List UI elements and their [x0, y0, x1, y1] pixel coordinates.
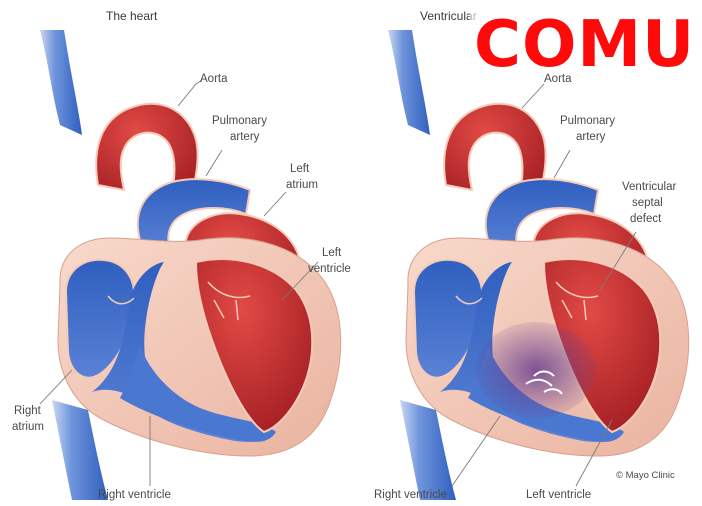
- vsd-label-left-ventricle: Left ventricle: [526, 489, 591, 501]
- vsd-label-pulmonary-artery-line2: artery: [576, 131, 606, 143]
- normal-label-right-atrium-line1: Right: [14, 405, 42, 417]
- vsd-label-septal-defect-line2: septal: [632, 197, 663, 209]
- normal-label-left-atrium-line1: Left: [290, 163, 310, 175]
- vsd-heart-illustration: [388, 30, 689, 500]
- scrawl-text: COMU: [474, 8, 695, 82]
- vsd-heart-title: Ventricular: [420, 9, 477, 23]
- normal-heart-panel: The heart Aorta Pulmonary artery Left at…: [12, 9, 351, 501]
- normal-label-right-ventricle: Right ventricle: [98, 489, 171, 501]
- mayo-clinic-credit: © Mayo Clinic: [616, 470, 675, 481]
- normal-label-aorta: Aorta: [200, 73, 228, 85]
- normal-heart-title: The heart: [106, 9, 158, 23]
- vsd-label-septal-defect-line1: Ventricular: [622, 181, 677, 193]
- vsd-label-septal-defect-line3: defect: [630, 213, 662, 225]
- normal-label-pulmonary-artery-line1: Pulmonary: [212, 115, 267, 127]
- normal-label-left-atrium-line2: atrium: [286, 179, 318, 191]
- normal-label-left-ventricle-line1: Left: [322, 247, 342, 259]
- normal-label-pulmonary-artery-line2: artery: [230, 131, 260, 143]
- vsd-heart-panel: Ventricular Aorta Pulmonary artery Ventr…: [374, 9, 689, 501]
- normal-label-left-ventricle-line2: ventricle: [308, 263, 351, 275]
- red-scrawl-overlay: COMU: [470, 0, 702, 82]
- normal-heart-illustration: [40, 30, 341, 500]
- septal-defect-mixing: [476, 322, 596, 418]
- vsd-label-pulmonary-artery-line1: Pulmonary: [560, 115, 615, 127]
- vsd-label-right-ventricle: Right ventricle: [374, 489, 447, 501]
- normal-label-right-atrium-line2: atrium: [12, 421, 44, 433]
